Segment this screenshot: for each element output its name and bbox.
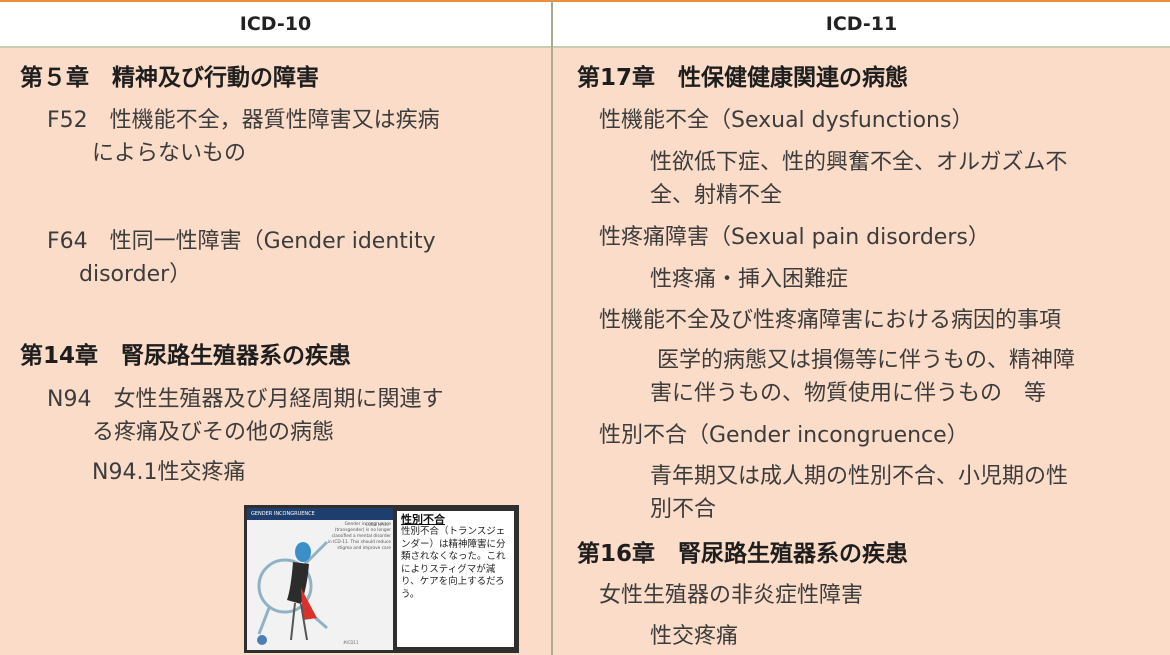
infographic-caption: Gender incongruence (transgender) is no … (327, 522, 391, 551)
icd10-n94-line1: N94 女性生殖器及び月経周期に関連す (47, 387, 444, 412)
icd11-gi-detail-line2: 別不合 (650, 497, 717, 522)
icd11-chapter17: 第17章 性保健健康関連の病態 (577, 65, 909, 91)
icd11-sd-detail-line2: 全、射精不全 (650, 183, 783, 208)
icd10-chapter5: 第５章 精神及び行動の障害 (20, 65, 319, 91)
column-divider (551, 0, 553, 655)
icd11-sd-detail-line1: 性欲低下症、性的興奮不全、オルガズム不 (650, 150, 1068, 175)
header-icd10: ICD-10 (239, 13, 312, 35)
icd11-gender-incongruence: 性別不合（Gender incongruence） (599, 423, 969, 448)
icd11-column: 第17章 性保健健康関連の病態 性機能不全（Sexual dysfunction… (553, 48, 1170, 655)
icd11-sexual-pain: 性疼痛障害（Sexual pain disorders） (599, 225, 990, 250)
table-header: ICD-10 ICD-11 (0, 0, 1170, 48)
icd11-etiology-detail-line1: 医学的病態又は損傷等に伴うもの、精神障 (657, 348, 1076, 373)
icd11-etiology-detail-line2: 害に伴うもの、物質使用に伴うもの 等 (650, 381, 1047, 406)
infographic-box-body: 性別不合（トランスジェンダー）は精神障害に分類されなくなった。これによりスティグ… (401, 526, 506, 600)
infographic-code: CODE HA40 (365, 522, 389, 527)
infographic-image: GENDER INCONGRUENCE CODE HA40 Gender inc… (247, 508, 393, 650)
icd11-dyspareunia: 性交疼痛 (650, 624, 739, 649)
icd10-f64-line1: F64 性同一性障害（Gender identity (47, 229, 436, 254)
infographic-hashtag: #ICD11 (343, 640, 359, 645)
icd10-f52-line2: によらないもの (92, 141, 247, 166)
icd10-f52-line1: F52 性機能不全，器質性障害又は疾病 (47, 108, 440, 133)
icd11-sexual-dysfunctions: 性機能不全（Sexual dysfunctions） (599, 108, 974, 133)
person-illustration-icon (257, 540, 329, 645)
icd11-sp-detail: 性疼痛・挿入困難症 (650, 267, 849, 292)
infographic-title-bar: GENDER INCONGRUENCE (247, 508, 393, 520)
icd10-n94-line2: る疼痛及びその他の病態 (92, 420, 335, 445)
icd10-chapter14: 第14章 腎尿路生殖器系の疾患 (20, 343, 352, 369)
icd11-chapter16: 第16章 腎尿路生殖器系の疾患 (577, 541, 909, 567)
icd10-n941: N94.1性交疼痛 (92, 460, 246, 485)
icd11-etiology: 性機能不全及び性疼痛障害における病因的事項 (599, 308, 1062, 333)
icd10-f64-line2: disorder） (79, 262, 192, 287)
icd11-gi-detail-line1: 青年期又は成人期の性別不合、小児期の性 (650, 464, 1069, 489)
infographic-text-box: 性別不合 性別不合（トランスジェンダー）は精神障害に分類されなくなった。これによ… (397, 511, 514, 647)
infographic-box-title: 性別不合 (401, 513, 445, 526)
icd11-noninflammatory: 女性生殖器の非炎症性障害 (599, 583, 864, 608)
gender-incongruence-infographic: GENDER INCONGRUENCE CODE HA40 Gender inc… (244, 505, 519, 653)
header-icd11: ICD-11 (825, 13, 898, 35)
